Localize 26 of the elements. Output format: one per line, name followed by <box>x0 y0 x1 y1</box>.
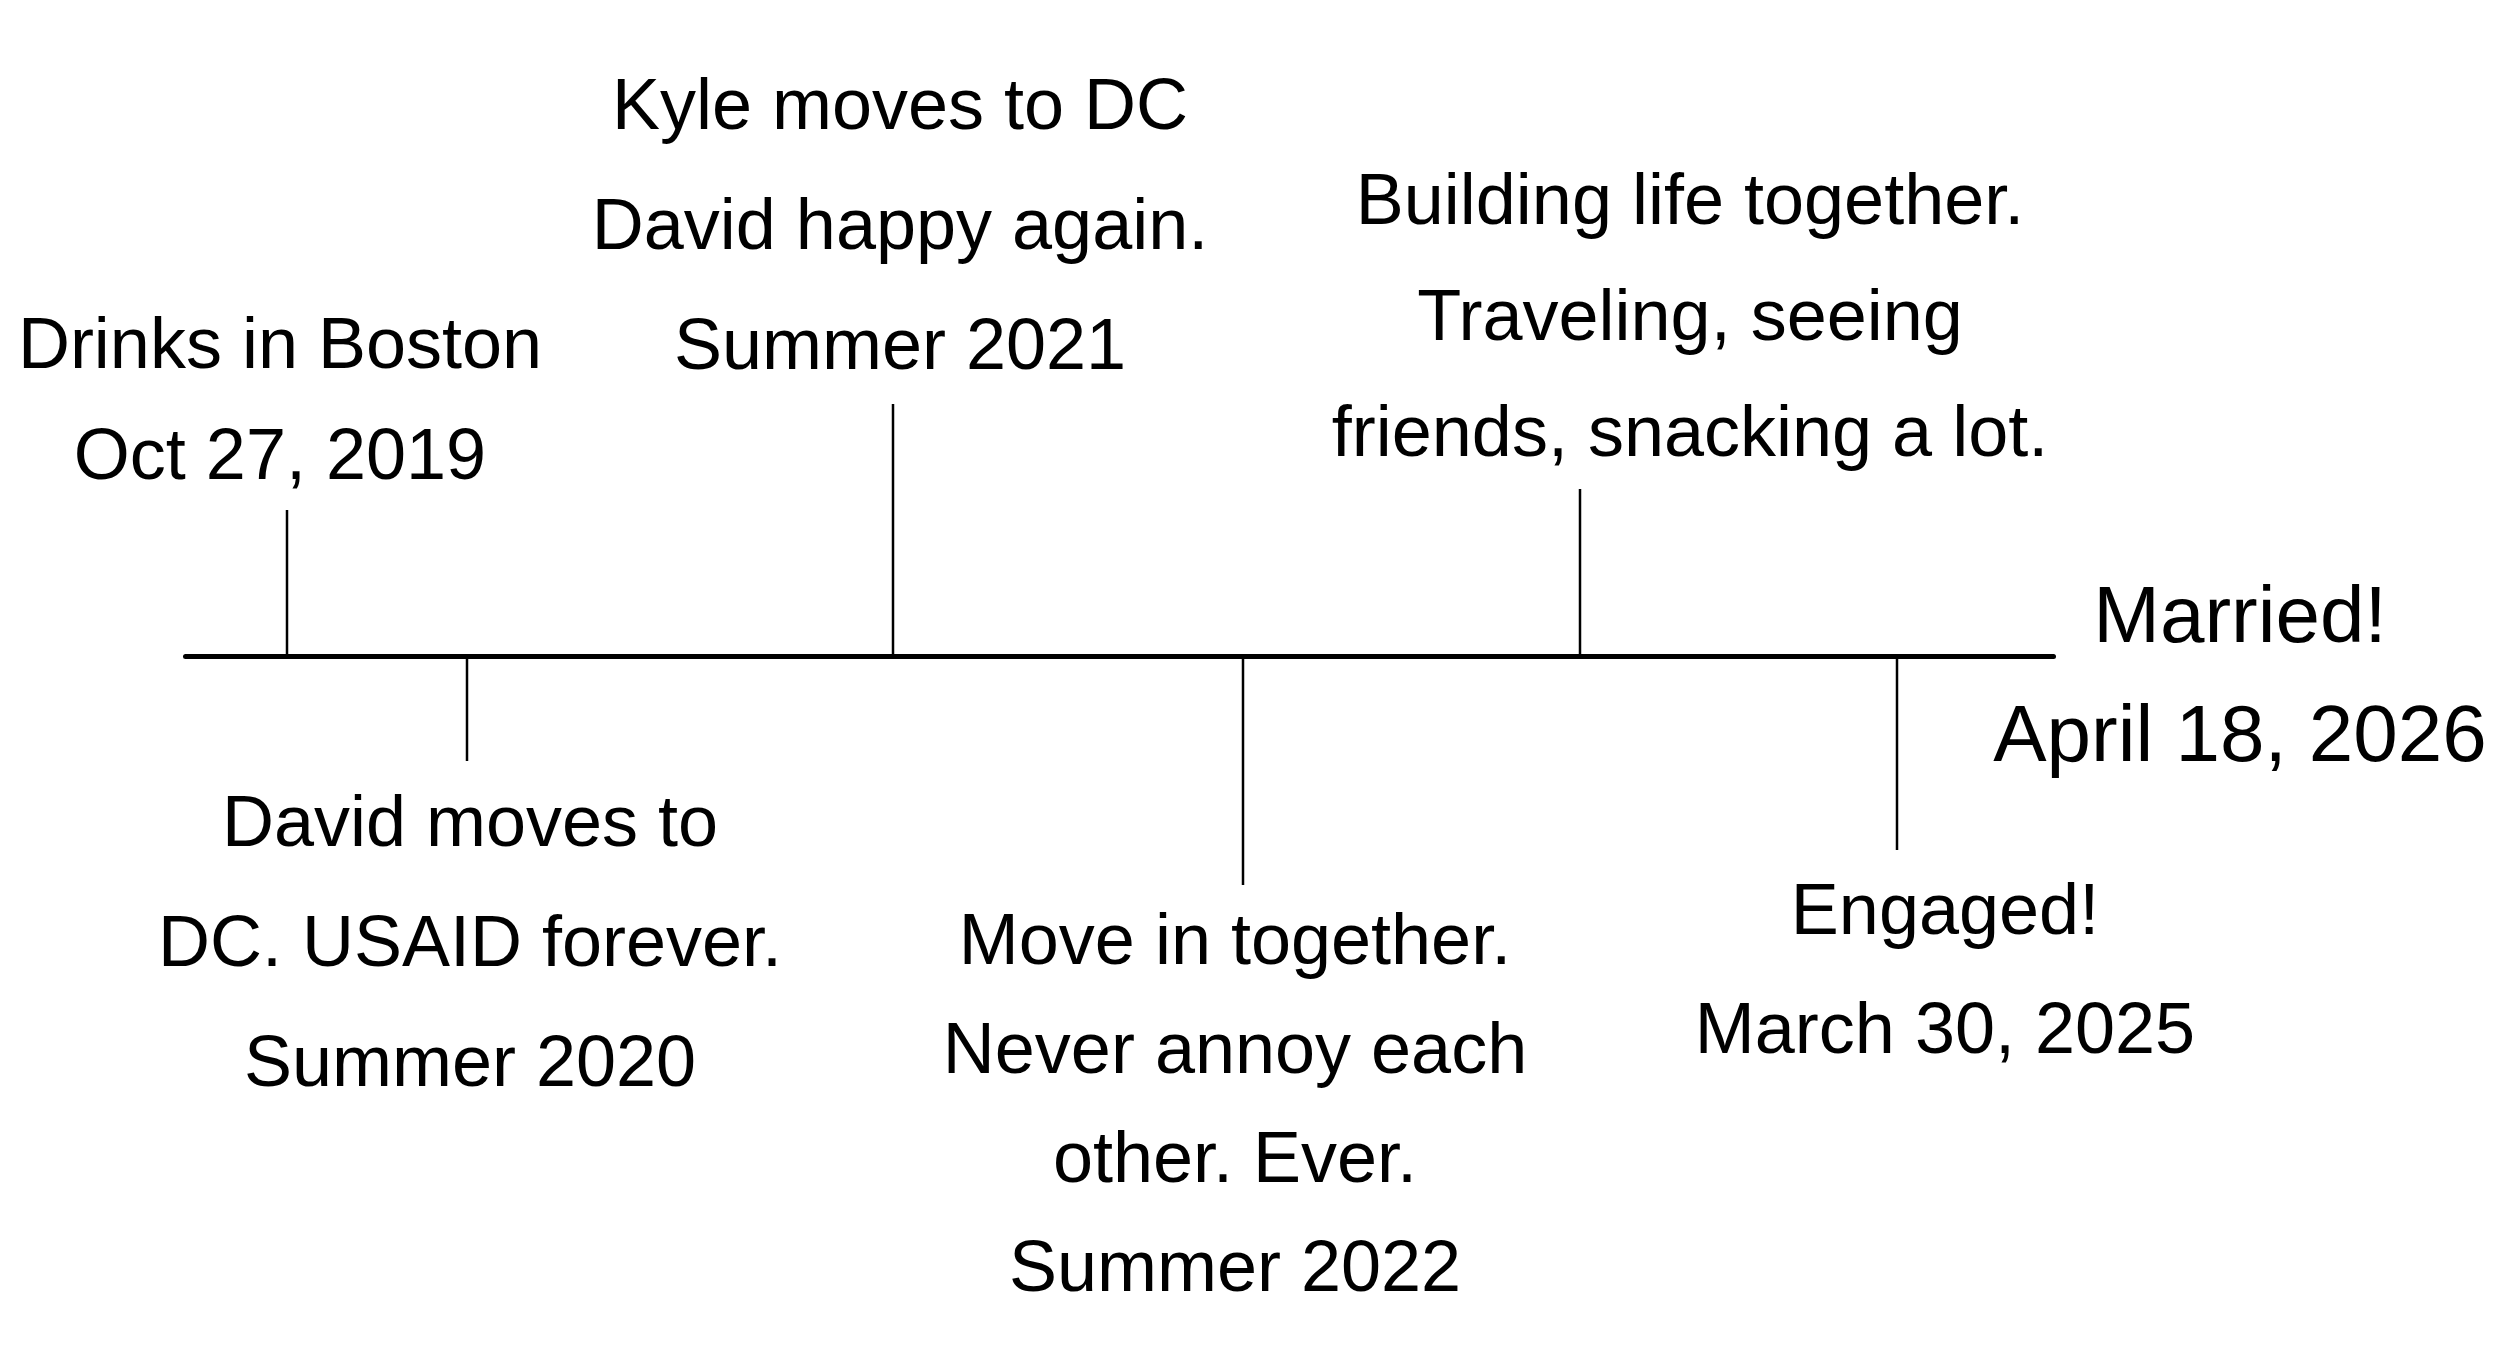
event-text: Engaged! <box>1790 868 2100 951</box>
tick-line <box>285 510 289 654</box>
event-text: David moves to <box>221 780 719 863</box>
event-text: Move in together. <box>958 898 1512 981</box>
event-text: Traveling, seeing <box>1417 274 1963 357</box>
event-date: Summer 2021 <box>673 303 1127 386</box>
tick-line <box>891 404 895 654</box>
event-text: DC. USAID forever. <box>157 900 783 983</box>
tick-line <box>1578 489 1582 654</box>
event-text: other. Ever. <box>1052 1116 1418 1199</box>
event-date: Oct 27, 2019 <box>73 413 487 496</box>
event-text: Never annoy each <box>942 1007 1528 1090</box>
event-date: March 30, 2025 <box>1694 987 2196 1070</box>
event-text: Kyle moves to DC <box>611 63 1189 146</box>
event-date: Summer 2020 <box>243 1020 697 1103</box>
timeline-bar <box>183 654 2056 659</box>
event-text: David happy again. <box>591 183 1209 266</box>
event-text: Married! <box>2093 569 2387 661</box>
event-date: friends, snacking a lot. <box>1331 390 2049 473</box>
event-date: April 18, 2026 <box>1993 688 2487 780</box>
event-date: Summer 2022 <box>1008 1225 1462 1308</box>
event-text: Building life together. <box>1355 158 2025 241</box>
tick-line <box>1895 659 1899 850</box>
event-text: Drinks in Boston <box>17 302 543 385</box>
tick-line <box>465 659 469 761</box>
tick-line <box>1241 659 1245 885</box>
